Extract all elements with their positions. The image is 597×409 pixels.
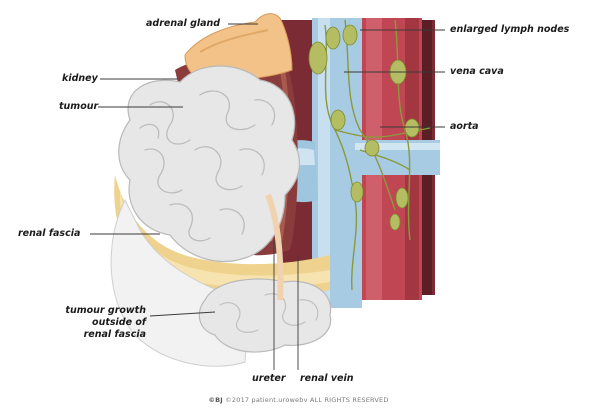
copyright-text: ©2017 patient.urowebv ALL RIGHTS RESERVE… <box>225 396 388 404</box>
label-aorta: aorta <box>450 121 479 133</box>
label-renal-vein: renal vein <box>300 373 354 385</box>
label-ureter: ureter <box>252 373 286 385</box>
label-vena-cava: vena cava <box>450 66 504 78</box>
label-tumour-growth-line1: tumour growth <box>36 305 146 317</box>
label-kidney: kidney <box>62 73 98 85</box>
label-enlarged-lymph-nodes: enlarged lymph nodes <box>450 24 569 36</box>
label-renal-fascia: renal fascia <box>18 228 80 240</box>
label-tumour: tumour <box>59 101 98 113</box>
copyright-credit: ©BJ ©2017 patient.urowebv ALL RIGHTS RES… <box>0 396 597 404</box>
label-tumour-growth-line3: renal fascia <box>36 329 146 341</box>
label-adrenal-gland: adrenal gland <box>146 18 220 30</box>
label-tumour-growth-line2: outside of <box>36 317 146 329</box>
label-tumour-growth: tumour growth outside of renal fascia <box>36 305 146 341</box>
publisher-logo: ©BJ <box>208 396 222 404</box>
